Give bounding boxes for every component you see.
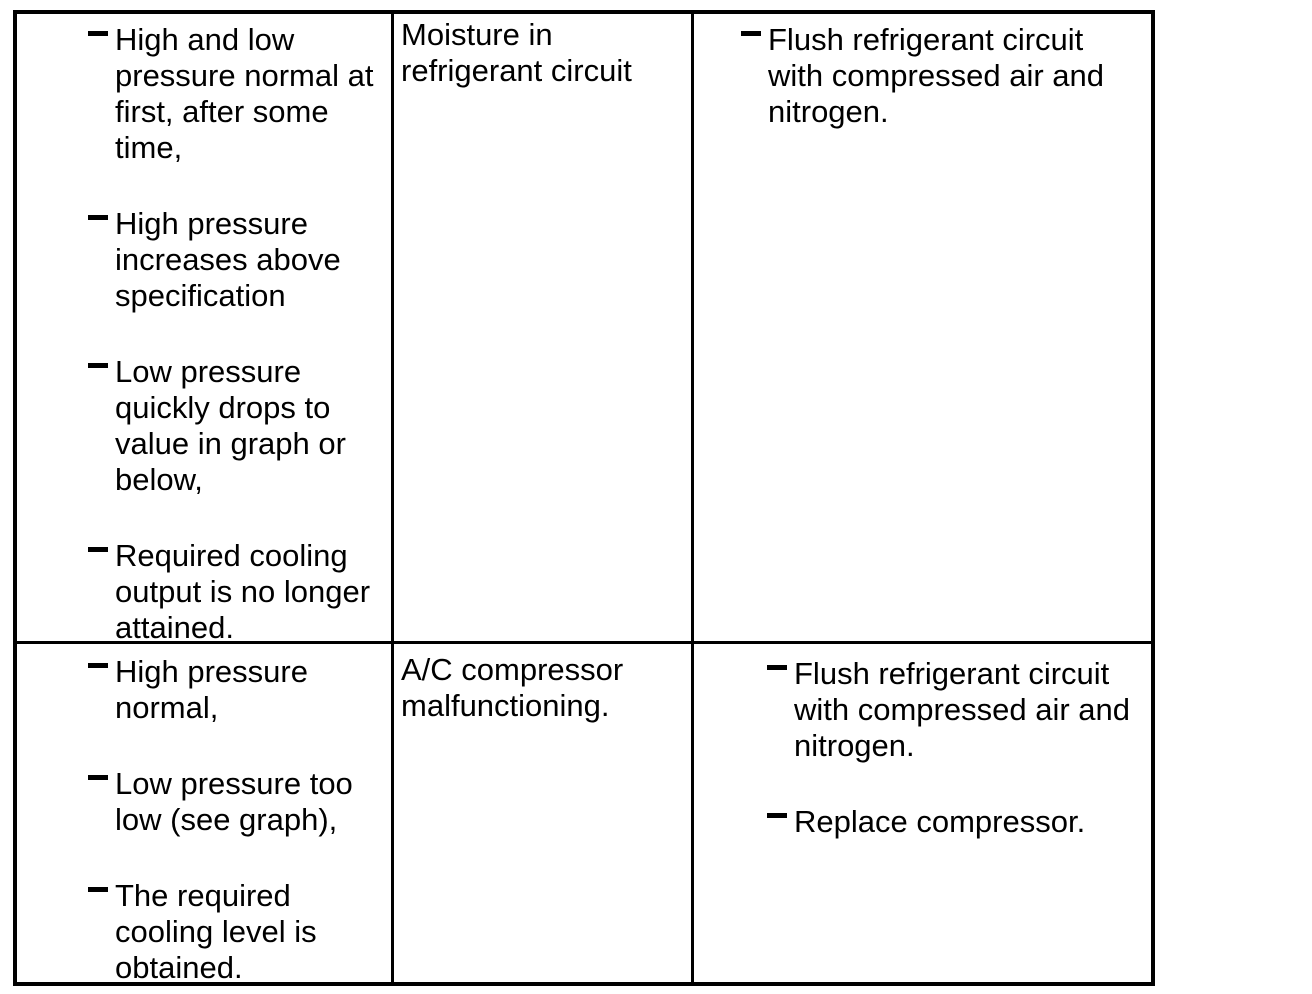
symptom-cell-row2: High pressure normal, Low pressure too l…: [17, 644, 394, 982]
symptom-text: High pressure increases above specificat…: [115, 206, 341, 313]
dash-bullet-icon: [767, 813, 787, 818]
symptom-item: Low pressure quickly drops to value in g…: [88, 354, 385, 498]
remedy-cell-row1: Flush refrigerant circuit with compresse…: [694, 14, 1151, 644]
symptom-item: The required cooling level is obtained.: [88, 878, 385, 982]
remedy-text: Flush refrigerant circuit with compresse…: [768, 22, 1104, 129]
dash-bullet-icon: [88, 663, 108, 668]
symptom-text: High and low pressure normal at first, a…: [115, 22, 374, 165]
dash-bullet-icon: [88, 31, 108, 36]
remedy-cell-row2: Flush refrigerant circuit with compresse…: [694, 644, 1151, 982]
symptom-item: Required cooling output is no longer att…: [88, 538, 385, 644]
symptom-item: High pressure normal,: [88, 654, 385, 726]
remedy-text: Replace compressor.: [794, 804, 1086, 839]
remedy-item: Flush refrigerant circuit with compresse…: [767, 656, 1141, 764]
remedy-item: Replace compressor.: [767, 804, 1141, 840]
symptom-item: High and low pressure normal at first, a…: [88, 22, 385, 166]
dash-bullet-icon: [88, 775, 108, 780]
dash-bullet-icon: [88, 887, 108, 892]
symptom-cell-row1: High and low pressure normal at first, a…: [17, 14, 394, 644]
symptom-text: Required cooling output is no longer att…: [115, 538, 371, 644]
symptom-text: Low pressure quickly drops to value in g…: [115, 354, 346, 497]
cause-text: A/C compressor malfunctioning.: [401, 652, 624, 723]
troubleshooting-table: High and low pressure normal at first, a…: [13, 10, 1155, 986]
cause-cell-row1: Moisture in refrigerant circuit: [394, 14, 694, 644]
dash-bullet-icon: [767, 665, 787, 670]
cause-text: Moisture in refrigerant circuit: [401, 17, 632, 88]
dash-bullet-icon: [88, 547, 108, 552]
dash-bullet-icon: [88, 215, 108, 220]
dash-bullet-icon: [741, 31, 761, 36]
symptom-item: Low pressure too low (see graph),: [88, 766, 385, 838]
remedy-item: Flush refrigerant circuit with compresse…: [741, 22, 1141, 130]
remedy-text: Flush refrigerant circuit with compresse…: [794, 656, 1130, 763]
symptom-item: High pressure increases above specificat…: [88, 206, 385, 314]
symptom-text: The required cooling level is obtained.: [115, 878, 317, 982]
dash-bullet-icon: [88, 363, 108, 368]
symptom-text: Low pressure too low (see graph),: [115, 766, 353, 837]
symptom-text: High pressure normal,: [115, 654, 308, 725]
cause-cell-row2: A/C compressor malfunctioning.: [394, 644, 694, 982]
